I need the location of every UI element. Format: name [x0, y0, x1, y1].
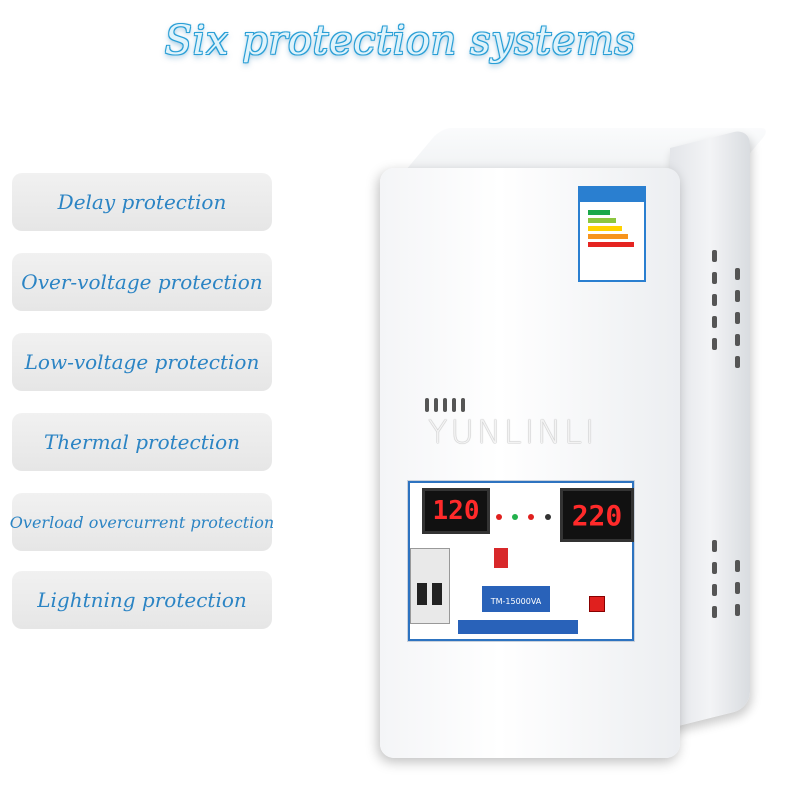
protection-label: Overload overcurrent protection [9, 512, 275, 532]
output-voltage-display: 220 [560, 488, 634, 542]
power-switch-button[interactable] [589, 596, 605, 612]
circuit-breaker[interactable] [410, 548, 450, 624]
protection-item-thermal: Thermal protection [12, 413, 272, 471]
indicator-light-red-2 [528, 514, 534, 520]
model-number: TM-15000VA [490, 597, 542, 606]
protection-label: Thermal protection [43, 430, 241, 454]
protection-item-low-voltage: Low-voltage protection [12, 333, 272, 391]
protection-label: Low-voltage protection [24, 350, 260, 374]
brand-logo-icon [494, 548, 508, 568]
energy-label-sticker [578, 186, 646, 282]
protection-item-over-voltage: Over-voltage protection [12, 253, 272, 311]
manufacturer-plate [458, 620, 578, 634]
device-side-face [670, 128, 750, 728]
indicator-light-off [545, 514, 551, 520]
protection-item-lightning: Lightning protection [12, 571, 272, 629]
indicator-light-red [496, 514, 502, 520]
indicator-light-green [512, 514, 518, 520]
protection-item-delay: Delay protection [12, 173, 272, 231]
protection-item-overload: Overload overcurrent protection [9, 493, 275, 551]
model-badge: TM-15000VA [482, 586, 550, 612]
protection-label: Lightning protection [37, 588, 247, 612]
brand-watermark: YUNLINLI [428, 413, 598, 451]
protection-label: Over-voltage protection [21, 270, 263, 294]
protection-label: Delay protection [57, 190, 227, 214]
input-voltage-display: 120 [422, 488, 490, 534]
page-title: Six protection systems [164, 18, 636, 64]
